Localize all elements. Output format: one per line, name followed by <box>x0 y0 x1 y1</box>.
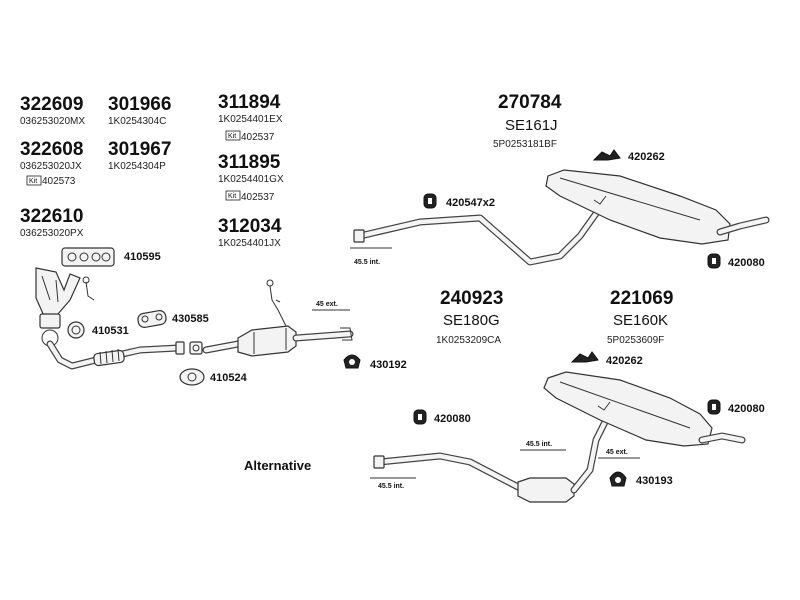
part-ref-311894: 1K0254401EX <box>218 114 283 125</box>
part-number-301966[interactable]: 301966 <box>108 94 171 115</box>
part-group-rear-top: 270784 SE161J 5P0253181BF <box>493 92 562 150</box>
callout-410531[interactable]: 410531 <box>92 325 129 337</box>
dimension-455-int-mid: 45.5 int. <box>526 441 552 448</box>
callout-430192[interactable]: 430192 <box>370 359 407 371</box>
callout-420547x2[interactable]: 420547x2 <box>446 197 495 209</box>
part-ref-311895: 1K0254401GX <box>218 174 284 185</box>
part-ref-301967: 1K0254304P <box>108 161 166 172</box>
part-number-311894[interactable]: 311894 <box>218 92 281 113</box>
tailpipe-top-drawing[interactable] <box>353 204 604 266</box>
part-ref-322610: 036253020PX <box>20 228 84 239</box>
kit-badge <box>225 130 241 141</box>
kit-badge-label: Kit <box>228 193 236 200</box>
part-number-270784[interactable]: 270784 <box>498 92 562 113</box>
part-number-221069[interactable]: 221069 <box>610 288 673 309</box>
part-code-SE161J: SE161J <box>505 117 558 134</box>
callout-420262-top[interactable]: 420262 <box>628 151 665 163</box>
dimension-455-int-bottom: 45.5 int. <box>378 483 404 490</box>
center-muffler-drawing[interactable] <box>373 412 612 503</box>
dimension-45-ext-bottom: 45 ext. <box>606 449 628 456</box>
callout-410595[interactable]: 410595 <box>124 251 161 263</box>
rear-muffler-bottom-drawing[interactable] <box>543 371 746 447</box>
part-number-322609[interactable]: 322609 <box>20 94 83 115</box>
part-group-rear-bottom: 221069 SE160K 5P0253609F <box>607 288 673 346</box>
callout-420080-right[interactable]: 420080 <box>728 403 765 415</box>
gasket-410595-drawing[interactable] <box>61 247 115 267</box>
kit-badge-label: Kit <box>228 133 236 140</box>
part-ref-240923: 1K0253209CA <box>436 335 501 346</box>
sensor-drawing <box>82 276 95 301</box>
part-group-catalyst: 311894 1K0254401EX Kit 402537 311895 1K0… <box>218 92 284 249</box>
dimension-455-int-top: 45.5 int. <box>354 259 380 266</box>
part-ref-301966: 1K0254304C <box>108 116 166 127</box>
gasket-430585-drawing[interactable] <box>137 310 167 329</box>
gasket-410524-drawing[interactable] <box>179 368 205 386</box>
part-number-301967[interactable]: 301967 <box>108 139 171 160</box>
part-code-SE160K: SE160K <box>613 312 668 329</box>
front-pipe-drawing[interactable] <box>46 340 185 370</box>
callout-420080-top[interactable]: 420080 <box>728 257 765 269</box>
hanger-430192-drawing[interactable] <box>343 354 361 369</box>
part-ref-322609: 036253020MX <box>20 116 85 127</box>
kit-badge-label: Kit <box>29 178 37 185</box>
gasket-small-drawing <box>189 341 203 355</box>
part-number-322610[interactable]: 322610 <box>20 206 83 227</box>
kit-badge <box>225 190 241 201</box>
part-number-240923[interactable]: 240923 <box>440 288 503 309</box>
hanger-430193-drawing[interactable] <box>609 471 627 487</box>
kit-number-402537: 402537 <box>241 132 275 143</box>
callout-420080-left[interactable]: 420080 <box>434 413 471 425</box>
callout-420262-bottom[interactable]: 420262 <box>606 355 643 367</box>
rear-muffler-top-drawing[interactable] <box>545 169 770 245</box>
part-number-322608[interactable]: 322608 <box>20 139 83 160</box>
alternative-label: Alternative <box>244 458 311 473</box>
part-code-SE180G: SE180G <box>443 312 500 329</box>
gasket-410531-drawing[interactable] <box>67 321 85 339</box>
hanger-420547-drawing[interactable] <box>423 193 437 209</box>
callout-430193[interactable]: 430193 <box>636 475 673 487</box>
hanger-420080-left-drawing[interactable] <box>413 409 427 425</box>
part-ref-221069: 5P0253609F <box>607 335 664 346</box>
hanger-420080-top-drawing[interactable] <box>707 253 721 269</box>
callout-410524[interactable]: 410524 <box>210 372 248 384</box>
dimension-45-ext-front: 45 ext. <box>316 301 338 308</box>
part-number-311895[interactable]: 311895 <box>218 152 281 173</box>
part-ref-270784: 5P0253181BF <box>493 139 557 150</box>
part-group-manifold: 322609 036253020MX 301966 1K0254304C 322… <box>20 94 171 239</box>
kit-number-402537-b: 402537 <box>241 192 275 203</box>
hanger-420080-right-drawing[interactable] <box>707 399 721 415</box>
part-ref-312034: 1K0254401JX <box>218 238 281 249</box>
kit-number-402573: 402573 <box>42 176 76 187</box>
kit-badge <box>26 175 42 186</box>
bracket-420262-top-drawing[interactable] <box>592 149 621 161</box>
bracket-420262-bottom-drawing[interactable] <box>570 351 599 363</box>
catalyst-pipe-drawing[interactable] <box>202 279 354 357</box>
part-ref-322608: 036253020JX <box>20 161 82 172</box>
part-group-center: 240923 SE180G 1K0253209CA <box>436 288 503 346</box>
part-number-312034[interactable]: 312034 <box>218 216 282 237</box>
callout-430585[interactable]: 430585 <box>172 313 209 325</box>
